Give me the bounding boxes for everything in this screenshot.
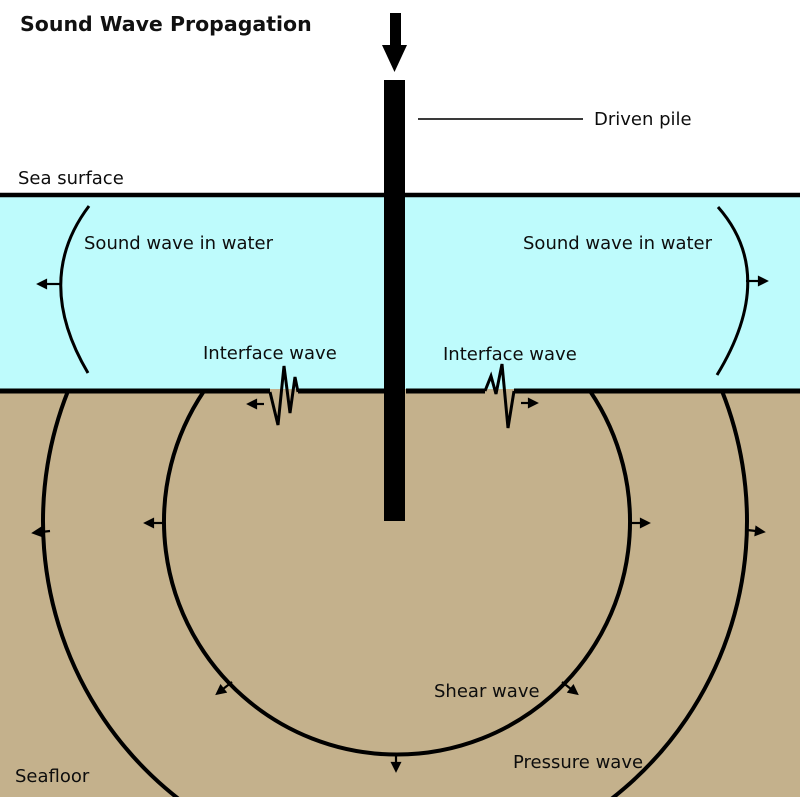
label-sound-wave-left: Sound wave in water — [84, 233, 274, 254]
label-driven-pile: Driven pile — [594, 109, 692, 130]
label-pressure-wave: Pressure wave — [513, 752, 643, 773]
label-interface-wave-right: Interface wave — [443, 344, 577, 365]
arrow-down-left-icon — [215, 681, 233, 696]
label-interface-wave-left: Interface wave — [203, 343, 337, 364]
label-sea-surface: Sea surface — [18, 168, 124, 189]
label-sound-wave-right: Sound wave in water — [523, 233, 713, 254]
interface-wave-zigzag-left — [268, 365, 300, 426]
page-title: Sound Wave Propagation — [20, 12, 312, 36]
label-seafloor: Seafloor — [15, 766, 90, 787]
arrow-right-icon — [746, 525, 766, 537]
sound-wave-arc-right — [715, 206, 750, 376]
arrow-left-icon — [31, 526, 51, 538]
label-shear-wave: Shear wave — [434, 681, 540, 702]
impact-arrow-icon — [382, 13, 407, 72]
arrow-down-right-icon — [561, 681, 579, 696]
pressure-wave-arc — [41, 390, 749, 797]
interface-wave-zigzag-right — [483, 363, 516, 429]
shear-wave-arc — [162, 389, 632, 757]
driven-pile — [384, 80, 405, 521]
